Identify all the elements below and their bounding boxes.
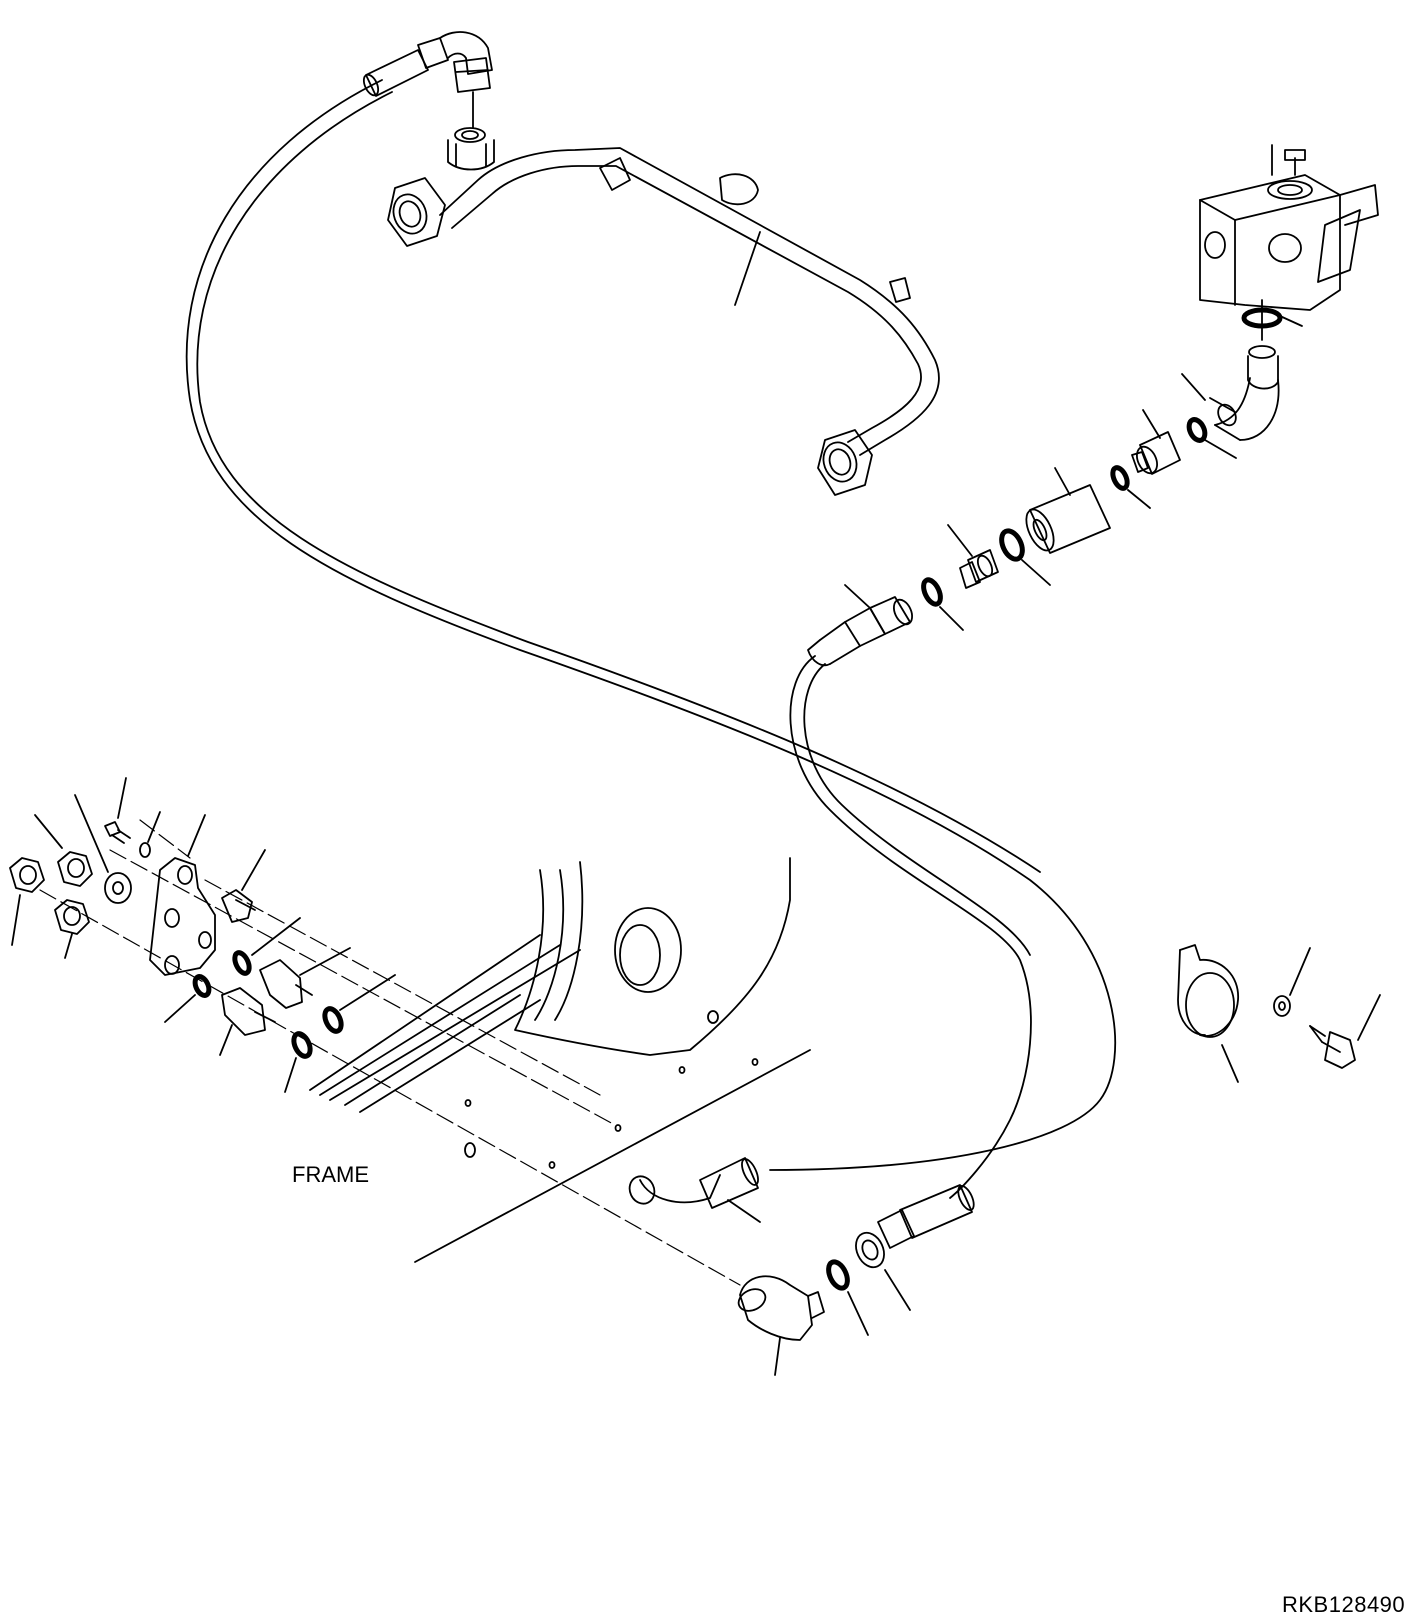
elbow-fitting-lower [737, 1275, 825, 1376]
tube-nut-right [817, 429, 873, 496]
alignment-lines [39, 819, 741, 1286]
adapter-fitting-3 [947, 524, 999, 589]
frame-label: FRAME [292, 1162, 369, 1187]
o-ring-valve [1241, 307, 1303, 329]
o-ring-lower [826, 1259, 869, 1336]
o-ring-left-3 [322, 974, 396, 1034]
washer-small [139, 811, 161, 858]
washer-left [74, 794, 132, 904]
steel-tube-assembly [387, 147, 940, 496]
bulkhead-fitting-3 [219, 987, 276, 1056]
short-hose [789, 655, 1032, 1199]
nut-2 [34, 814, 93, 887]
nut-1 [9, 857, 45, 946]
elbow-fitting-right [1181, 345, 1280, 441]
frame-structure [309, 857, 811, 1263]
mounting-bracket [149, 814, 216, 976]
bulkhead-fitting-1 [221, 849, 266, 923]
o-ring-4 [999, 528, 1051, 586]
hose-end-lower-right [855, 1184, 975, 1311]
o-ring-left-2 [164, 974, 212, 1023]
short-hose-end [807, 584, 913, 667]
valve-block [1199, 144, 1379, 341]
adapter-fitting-top [447, 127, 495, 171]
tube-nut-left [387, 177, 446, 247]
coupling-sleeve [1025, 467, 1111, 554]
adapter-fitting-2 [1131, 409, 1181, 475]
o-ring-left-4 [284, 1031, 313, 1093]
bolt-left-small [104, 777, 131, 844]
long-hose [185, 37, 1116, 1171]
nut-3 [54, 899, 90, 959]
o-ring-left-1 [232, 917, 301, 976]
drawing-number: RKB128490 [1282, 1592, 1405, 1617]
hose-end-middle [628, 1157, 761, 1223]
bulkhead-fitting-2 [259, 947, 351, 1009]
top-elbow-fitting [439, 31, 493, 129]
o-ring-3 [1110, 465, 1151, 509]
o-ring-2 [1186, 417, 1237, 459]
o-ring-5 [921, 577, 964, 631]
hose-clamp [1177, 944, 1239, 1083]
bolt-right [1309, 994, 1381, 1069]
washer-right [1273, 947, 1311, 1017]
